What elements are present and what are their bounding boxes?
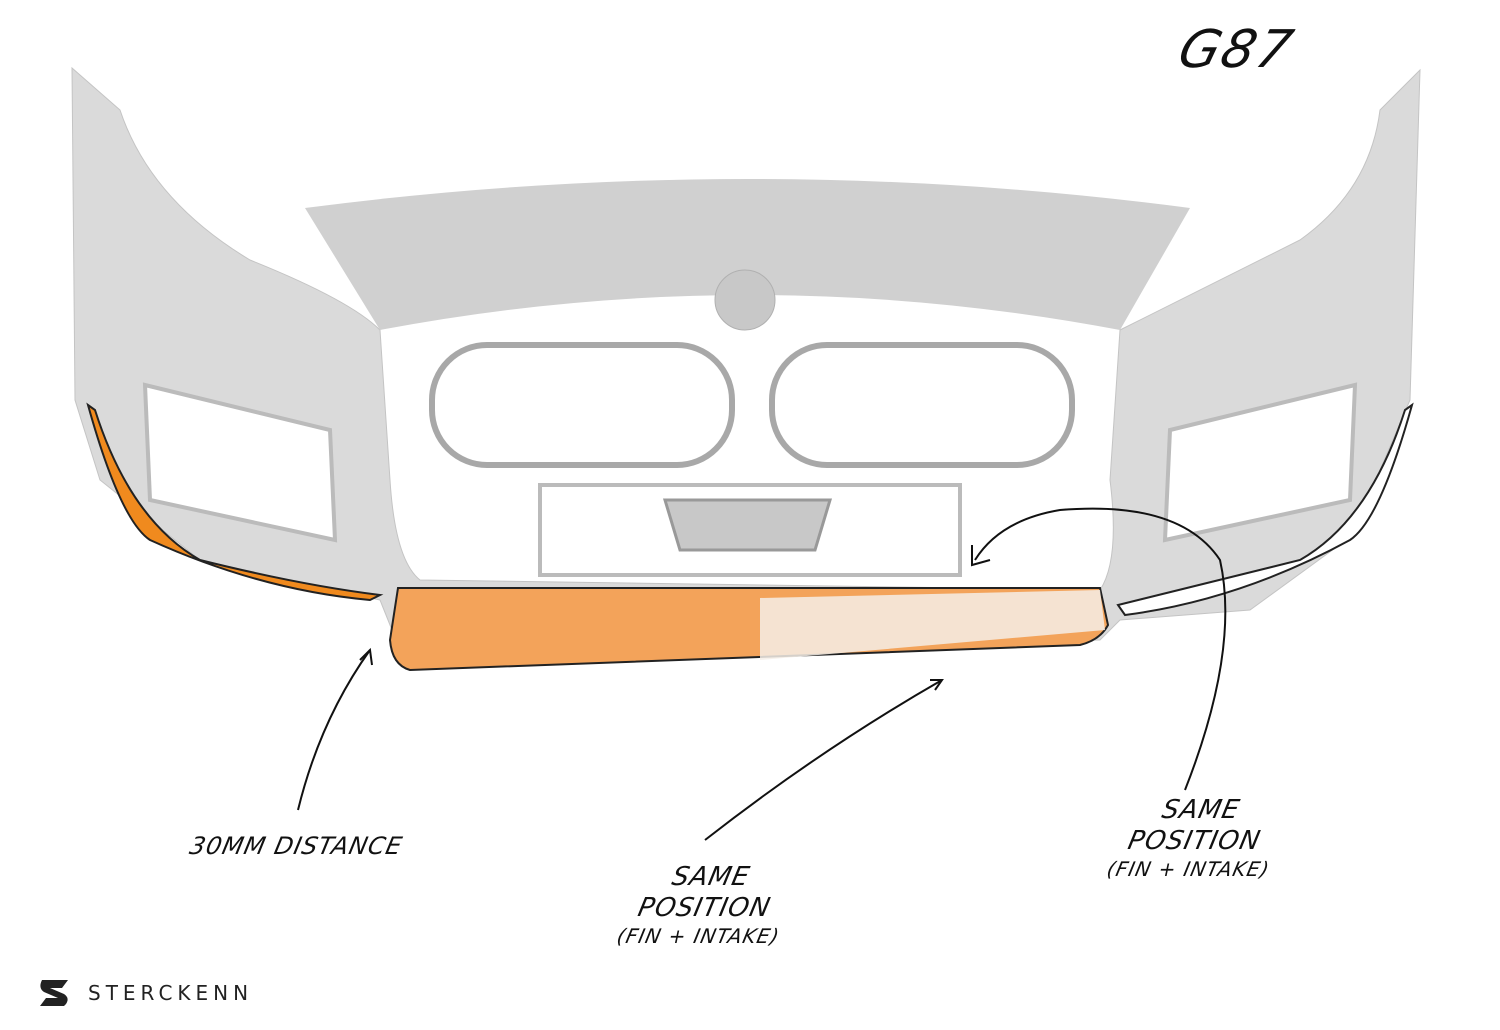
annotation-line: (FIN + INTAKE) xyxy=(614,924,782,949)
emblem xyxy=(714,269,776,331)
intake-right xyxy=(1162,382,1358,543)
brand-logo: STERCKENN xyxy=(38,978,253,1008)
bumper-body xyxy=(71,66,1421,651)
splitter-center-fade xyxy=(760,590,1105,660)
annotation-line: SAME xyxy=(1159,795,1243,825)
sterckenn-logo-icon xyxy=(40,980,68,1006)
arrow-distance xyxy=(297,649,371,811)
kidney-grille-left xyxy=(429,342,735,468)
annotation-arrows xyxy=(297,507,1227,841)
kidney-grille-right xyxy=(769,342,1075,468)
arrow-center xyxy=(704,679,943,841)
splitter-left xyxy=(86,402,384,602)
center-vent xyxy=(662,498,833,552)
brand-name: STERCKENN xyxy=(88,981,254,1005)
annotation-line: POSITION xyxy=(635,893,774,924)
annotation-distance: 30mm DISTANCE xyxy=(187,832,406,860)
annotation-center: SAME POSITION (FIN + INTAKE) xyxy=(591,862,819,948)
annotation-line: SAME xyxy=(669,862,753,892)
model-title: G87 xyxy=(1171,20,1301,80)
intake-left xyxy=(142,382,338,543)
arrow-right xyxy=(974,507,1227,791)
splitter-right xyxy=(1116,402,1414,617)
annotation-line: POSITION xyxy=(1125,826,1264,857)
annotation-right: SAME POSITION (FIN + INTAKE) xyxy=(1071,795,1319,881)
hood xyxy=(305,179,1190,330)
annotation-line: (FIN + INTAKE) xyxy=(1104,857,1272,882)
